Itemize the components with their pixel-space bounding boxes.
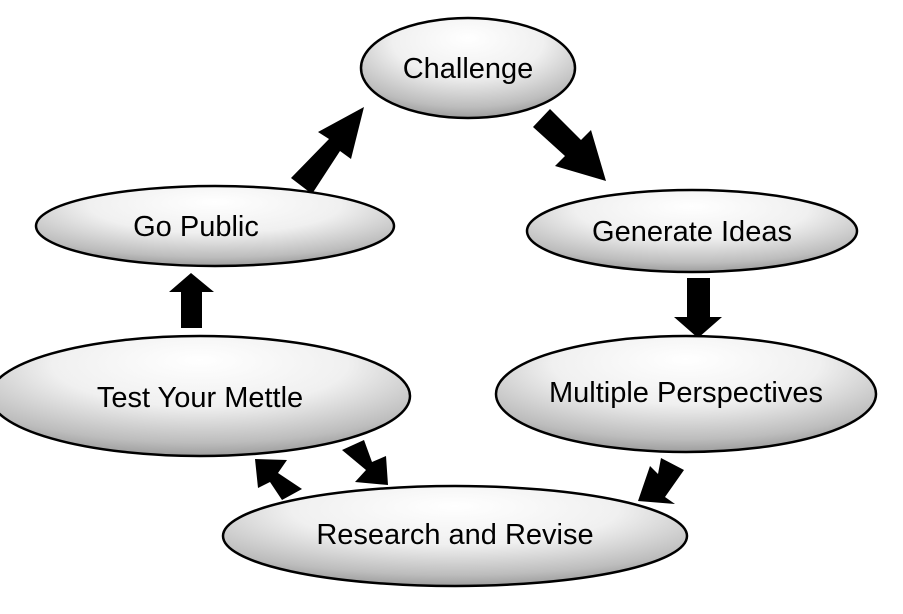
node-research-and-revise-label: Research and Revise	[316, 519, 593, 551]
node-multiple-perspectives-label: Multiple Perspectives	[549, 377, 823, 409]
node-go-public-shape	[34, 184, 396, 268]
node-go-public-label: Go Public	[133, 211, 259, 243]
node-go-public: Go Public	[34, 184, 396, 268]
arrow-multiple-perspectives-to-research-and-revise	[638, 458, 684, 504]
node-multiple-perspectives: Multiple Perspectives	[494, 334, 878, 454]
arrow-challenge-to-generate-ideas	[533, 109, 606, 181]
node-test-your-mettle-shape	[0, 334, 412, 458]
arrow-research-and-revise-to-test-your-mettle	[255, 459, 302, 500]
node-research-and-revise-shape	[221, 484, 689, 588]
node-test-your-mettle-label: Test Your Mettle	[97, 382, 303, 414]
node-generate-ideas-shape	[525, 188, 859, 274]
arrow-test-your-mettle-to-go-public	[169, 273, 214, 328]
node-generate-ideas: Generate Ideas	[525, 188, 859, 274]
arrow-go-public-to-challenge	[291, 107, 364, 194]
arrow-generate-ideas-to-multiple-perspectives	[674, 278, 722, 338]
node-challenge-label: Challenge	[403, 53, 534, 85]
arrows	[169, 107, 722, 504]
node-research-and-revise: Research and Revise	[221, 484, 689, 588]
node-generate-ideas-label: Generate Ideas	[592, 216, 792, 248]
arrow-test-your-mettle-to-research-and-revise	[342, 440, 388, 485]
node-multiple-perspectives-shape	[494, 334, 878, 454]
node-test-your-mettle: Test Your Mettle	[0, 334, 412, 458]
node-challenge: Challenge	[359, 16, 577, 120]
node-challenge-shape	[359, 16, 577, 120]
